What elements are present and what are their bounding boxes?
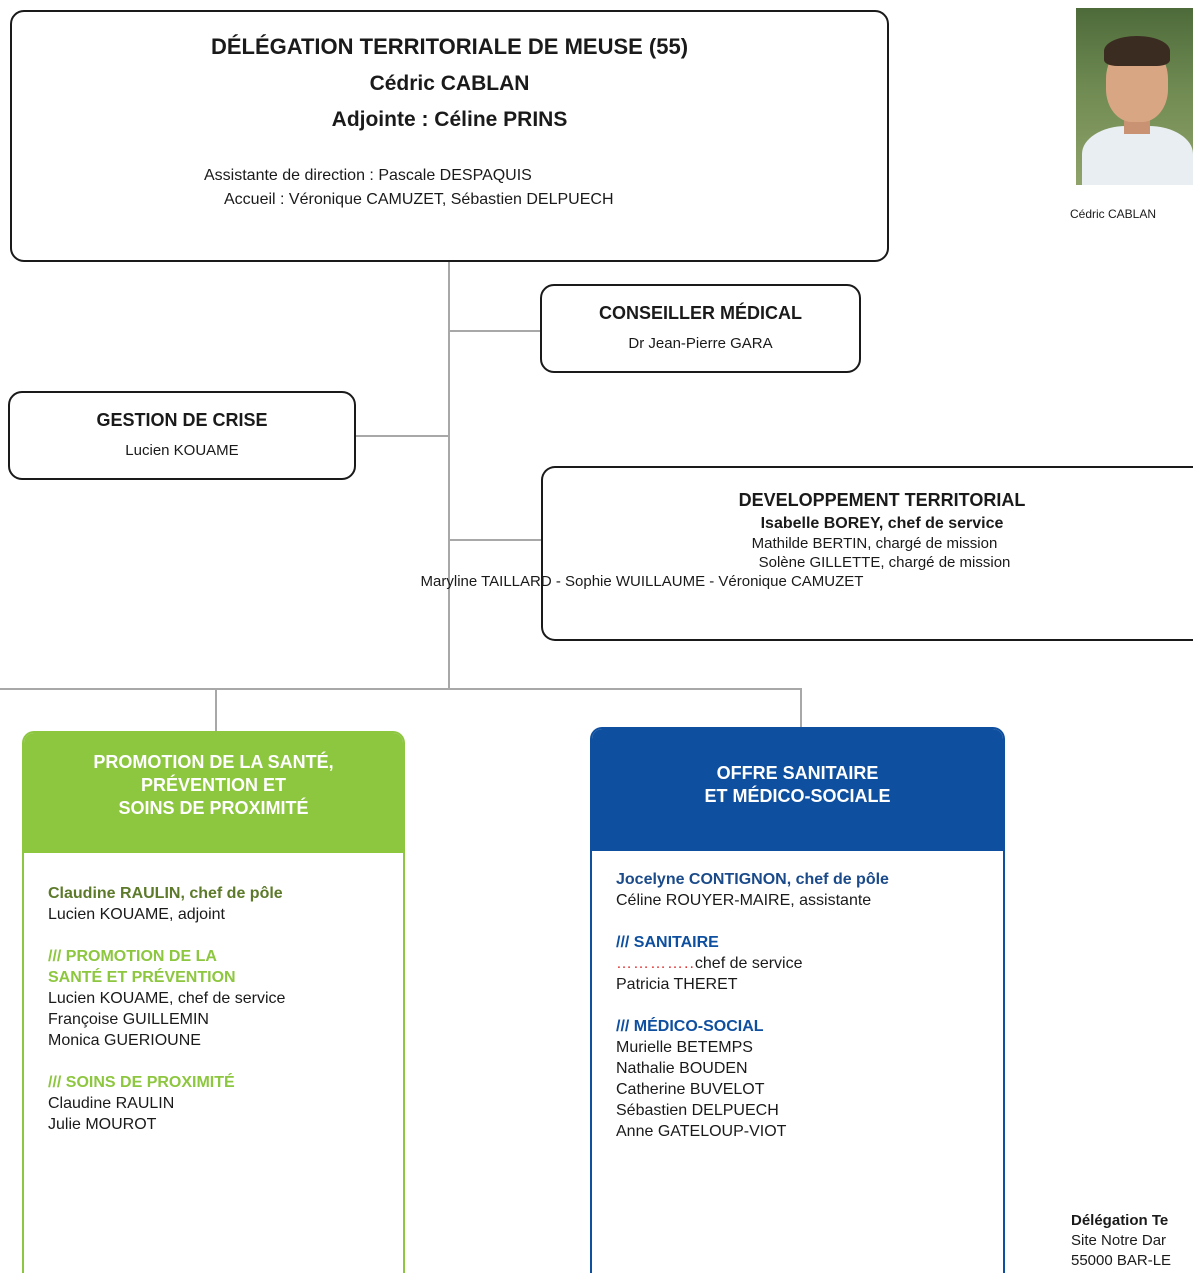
assistant-text: Assistante de direction : Pascale DESPAQ… — [204, 167, 532, 184]
connector-conseiller — [448, 330, 540, 332]
member-name: Monica GUERIOUNE — [48, 1032, 201, 1049]
member-name: Nathalie BOUDEN — [616, 1060, 748, 1077]
member-name: Patricia THERET — [616, 976, 738, 993]
connector-crise — [356, 435, 448, 437]
conseiller-name: Dr Jean-Pierre GARA — [628, 335, 773, 352]
pole-offre-box: OFFRE SANITAIRE ET MÉDICO-SOCIALE Jocely… — [590, 727, 1005, 1273]
crise-name: Lucien KOUAME — [125, 442, 239, 459]
member-name: Anne GATELOUP-VIOT — [616, 1123, 787, 1140]
pole-offre-title-line: ET MÉDICO-SOCIALE — [704, 786, 891, 806]
member-name: Claudine RAULIN — [48, 1095, 175, 1112]
conseiller-medical-box: CONSEILLER MÉDICAL Dr Jean-Pierre GARA — [540, 284, 861, 373]
pole-promotion-header: PROMOTION DE LA SANTÉ, PRÉVENTION ET SOI… — [24, 733, 403, 853]
pole-offre-assistant: Céline ROUYER-MAIRE, assistante — [616, 892, 872, 909]
deputy-name: Adjointe : Céline PRINS — [331, 108, 568, 131]
address-title: Délégation Te — [1071, 1212, 1169, 1229]
connector-main-vertical — [448, 262, 450, 688]
pole-offre-body: Jocelyne CONTIGNON, chef de pôle Céline … — [592, 853, 1003, 1273]
pole-promotion-title-line: PROMOTION DE LA SANTÉ, — [93, 752, 334, 772]
member-name: Lucien KOUAME, chef de service — [48, 990, 286, 1007]
pole-offre-header: OFFRE SANITAIRE ET MÉDICO-SOCIALE — [592, 729, 1003, 851]
reception-text: Accueil : Véronique CAMUZET, Sébastien D… — [224, 191, 614, 208]
developpement-title: DEVELOPPEMENT TERRITORIAL — [738, 490, 1026, 510]
pole-promotion-deputy: Lucien KOUAME, adjoint — [48, 906, 225, 923]
pole-promotion-title-line: PRÉVENTION ET — [140, 775, 287, 795]
pole-offre-chief: Jocelyne CONTIGNON, chef de pôle — [616, 871, 889, 888]
vacant-chief-line: …………..chef de service — [616, 953, 1003, 974]
section-heading: /// MÉDICO-SOCIAL — [616, 1018, 764, 1035]
conseiller-title: CONSEILLER MÉDICAL — [598, 303, 802, 323]
section-heading: SANTÉ ET PRÉVENTION — [48, 969, 236, 986]
connector-developpement — [448, 539, 541, 541]
member-name: Catherine BUVELOT — [616, 1081, 765, 1098]
section-heading: /// SOINS DE PROXIMITÉ — [48, 1074, 235, 1091]
member-name: Julie MOUROT — [48, 1116, 157, 1133]
pole-promotion-chief: Claudine RAULIN, chef de pôle — [48, 885, 283, 902]
crise-title: GESTION DE CRISE — [96, 410, 268, 430]
connector-offre — [800, 688, 802, 727]
developpement-member: Solène GILLETTE, chargé de mission — [758, 554, 1011, 571]
member-name: Françoise GUILLEMIN — [48, 1011, 209, 1028]
developpement-member: Mathilde BERTIN, chargé de mission — [751, 535, 998, 552]
member-name: Sébastien DELPUECH — [616, 1102, 779, 1119]
section-heading: /// SANITAIRE — [616, 934, 719, 951]
pole-promotion-body: Claudine RAULIN, chef de pôle Lucien KOU… — [24, 871, 403, 1273]
gestion-crise-box: GESTION DE CRISE Lucien KOUAME — [8, 391, 356, 480]
director-name: Cédric CABLAN — [369, 72, 530, 95]
address-line: 55000 BAR-LE — [1071, 1252, 1172, 1269]
developpement-territorial-box: DEVELOPPEMENT TERRITORIAL Isabelle BOREY… — [421, 466, 1193, 641]
director-photo — [1076, 8, 1193, 185]
photo-caption: Cédric CABLAN — [1070, 207, 1157, 221]
address-line: Site Notre Dar — [1071, 1232, 1167, 1249]
direction-box: DÉLÉGATION TERRITORIALE DE MEUSE (55) Cé… — [10, 10, 889, 262]
pole-promotion-box: PROMOTION DE LA SANTÉ, PRÉVENTION ET SOI… — [22, 731, 405, 1273]
section-heading: /// PROMOTION DE LA — [48, 948, 217, 965]
pole-offre-title-line: OFFRE SANITAIRE — [716, 763, 879, 783]
direction-title: DÉLÉGATION TERRITORIALE DE MEUSE (55) — [210, 34, 689, 59]
developpement-chief: Isabelle BOREY, chef de service — [760, 515, 1004, 532]
vacant-placeholder: ………….. — [616, 955, 695, 972]
pole-promotion-title-line: SOINS DE PROXIMITÉ — [118, 798, 309, 818]
address-block: Délégation Te Site Notre Dar 55000 BAR-L… — [1071, 1211, 1171, 1271]
member-name: Murielle BETEMPS — [616, 1039, 753, 1056]
connector-horizontal-bar — [0, 688, 802, 690]
developpement-member: Maryline TAILLARD - Sophie WUILLAUME - V… — [420, 573, 864, 590]
vacant-role: chef de service — [694, 955, 803, 972]
connector-promotion — [215, 688, 217, 731]
